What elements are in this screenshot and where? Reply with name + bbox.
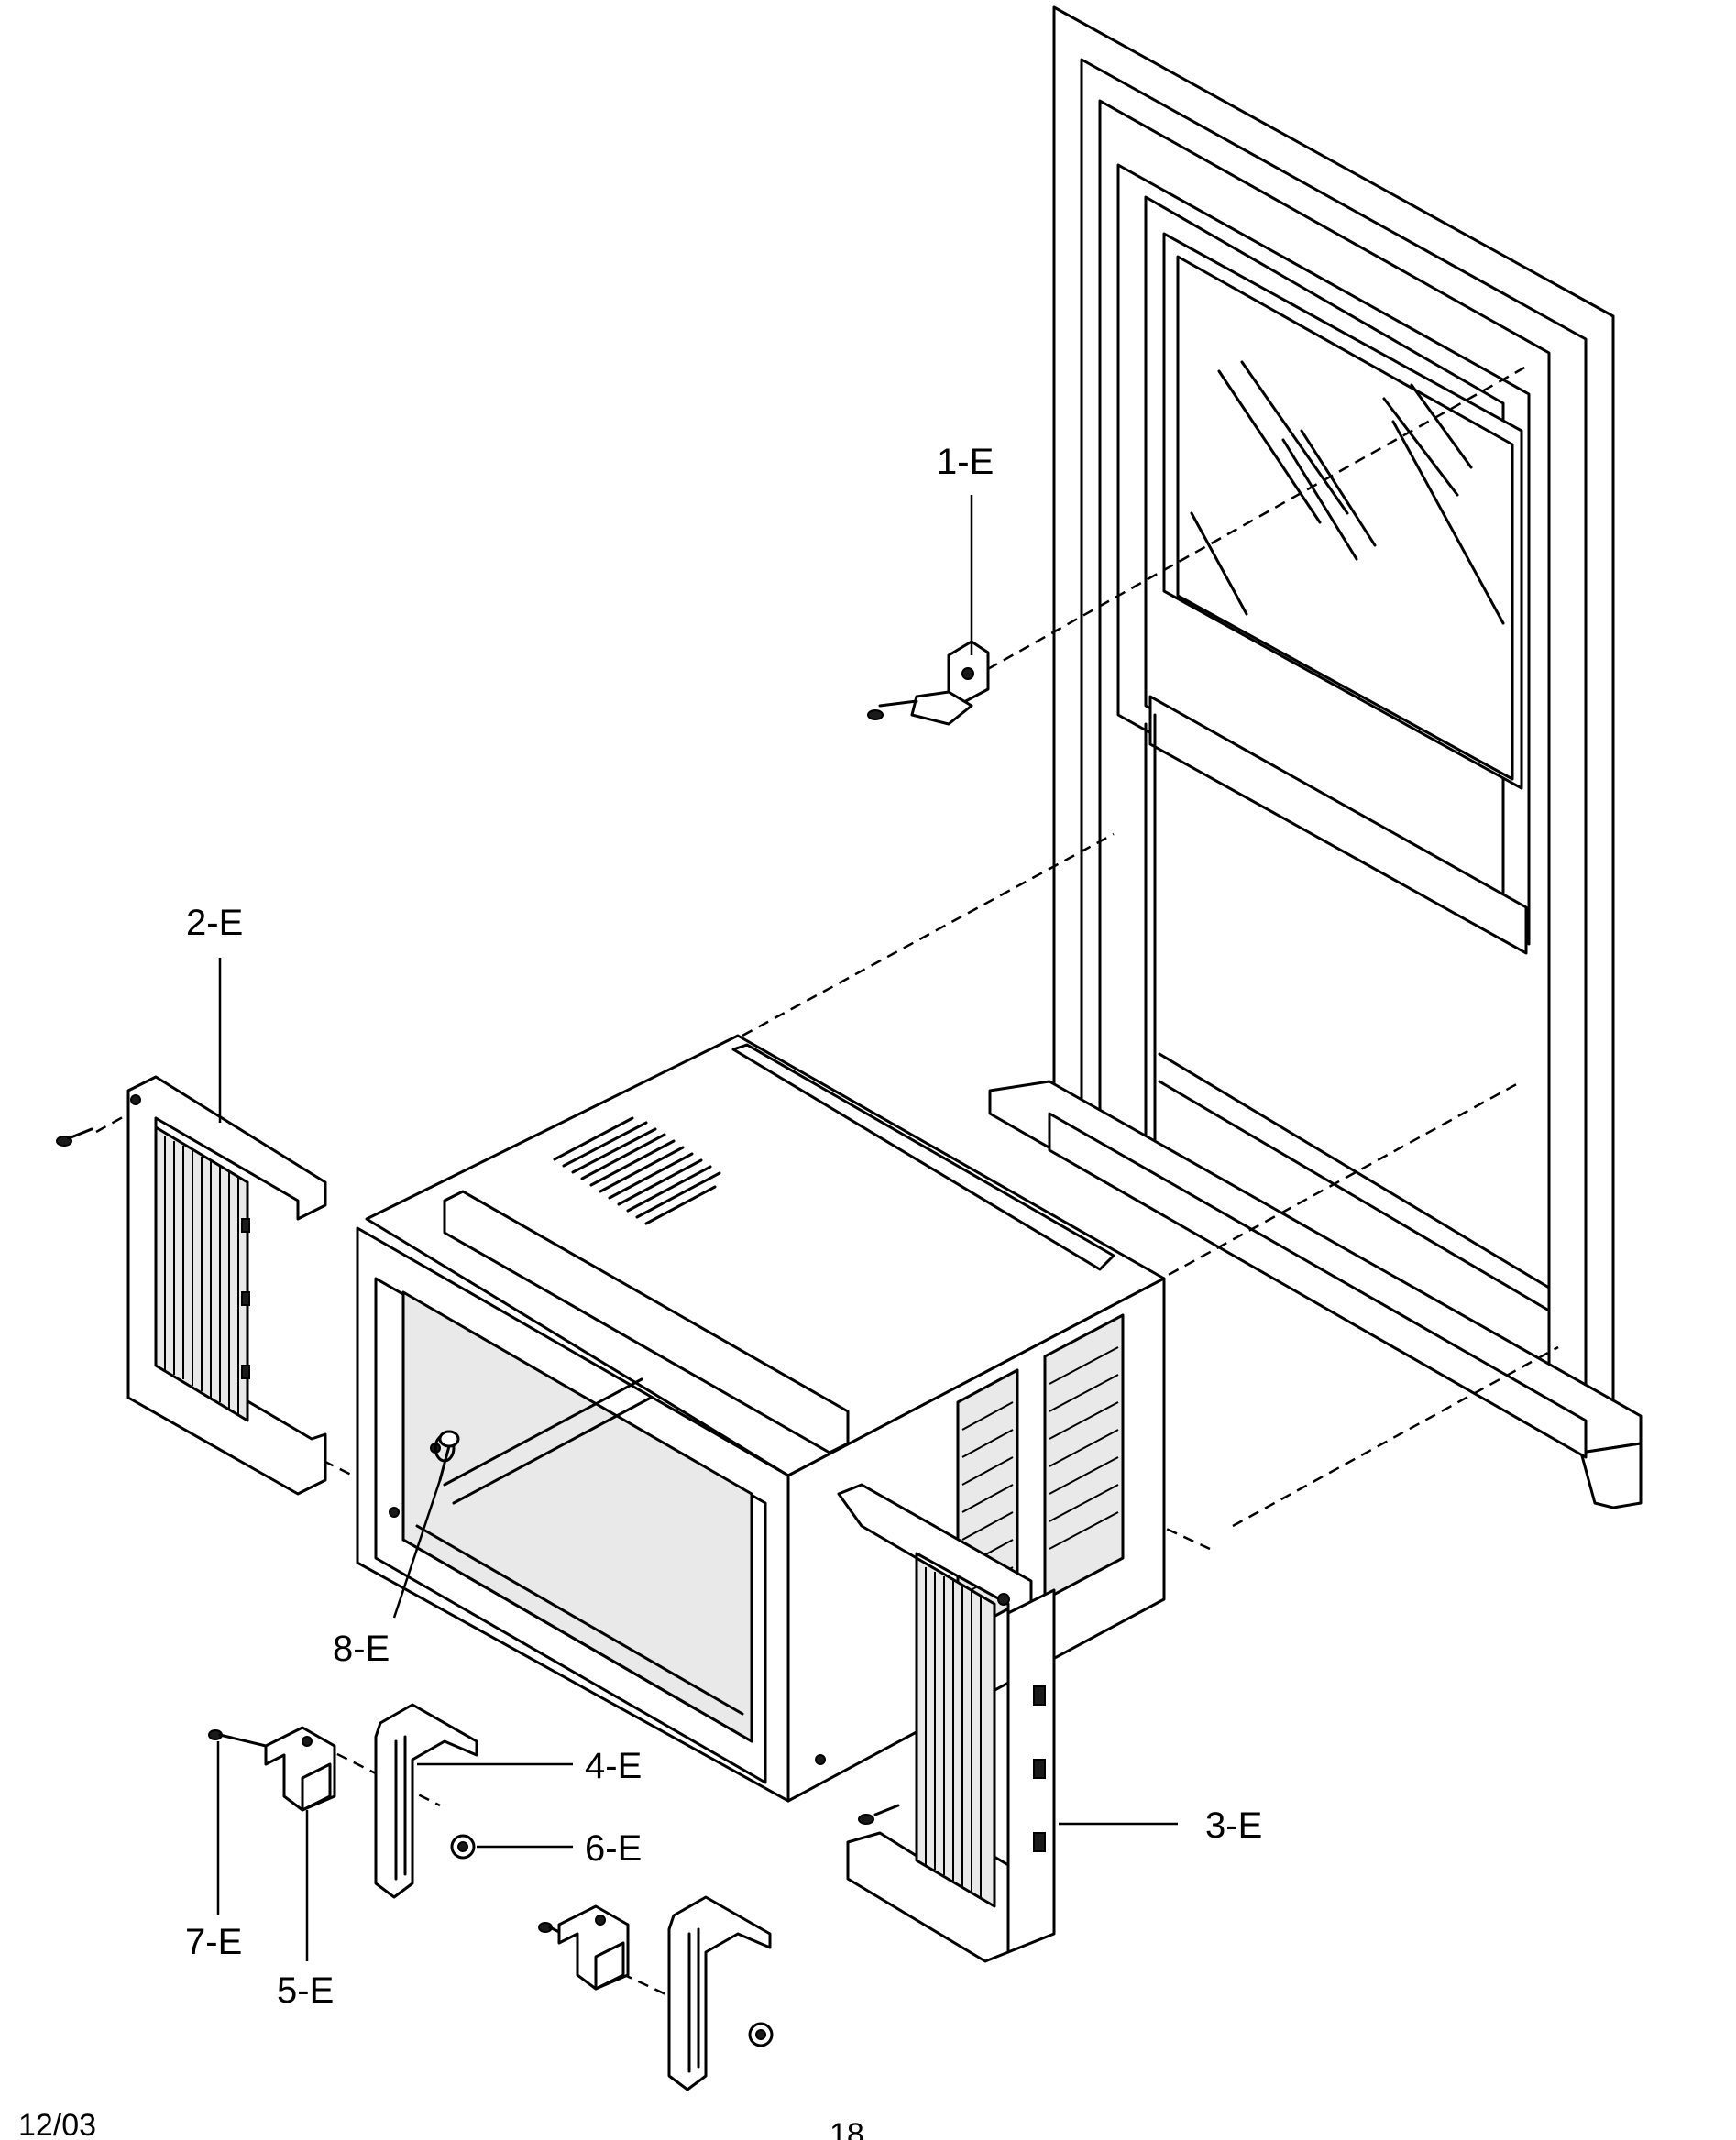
bracket-1e [867, 640, 990, 726]
label-4e: 4-E [585, 1746, 642, 1786]
label-5e: 5-E [277, 1970, 334, 2011]
cabinet [356, 1034, 1166, 1803]
label-8e: 8-E [333, 1629, 390, 1669]
side-curtain-2e [56, 1075, 327, 1496]
label-1e: 1-E [937, 442, 994, 482]
label-3e: 3-E [1205, 1805, 1262, 1846]
footer-page-number: 18 [830, 2117, 864, 2140]
side-curtain-3e [837, 1483, 1056, 1963]
label-7e: 7-E [185, 1922, 242, 1962]
support-bracket-set-upper [208, 1703, 478, 1899]
label-2e: 2-E [186, 903, 243, 943]
screw-8e [438, 1430, 460, 1482]
window-frame [988, 5, 1643, 1509]
label-6e: 6-E [585, 1828, 642, 1869]
part-labels: 1-E 2-E 3-E 4-E 5-E 6-E 7-E 8-E [185, 442, 1262, 2011]
footer-date: 12/03 [18, 2108, 96, 2140]
leader-lines [216, 495, 1178, 1961]
top-vent [553, 1116, 721, 1225]
support-bracket-set-lower [538, 1895, 774, 2091]
